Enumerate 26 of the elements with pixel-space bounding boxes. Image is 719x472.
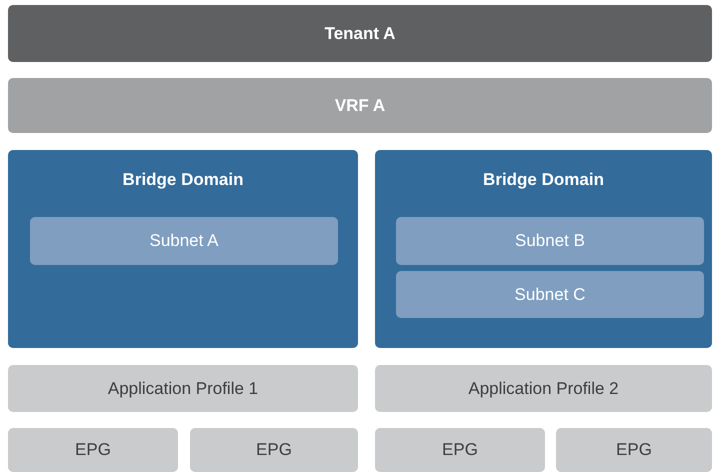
layer-bar [8, 78, 712, 133]
bar-label: EPG [255, 440, 293, 460]
layer-bar [8, 365, 358, 412]
domain-panel [375, 150, 712, 348]
layer-bar [8, 5, 712, 62]
subnet-box [396, 217, 704, 265]
layer-bar [556, 428, 712, 472]
panel-heading: Bridge Domain [482, 170, 605, 190]
subnet-box [396, 271, 704, 318]
bar-label: Application Profile 2 [467, 378, 620, 398]
panel-heading: Bridge Domain [122, 170, 244, 190]
domain-panel [8, 150, 358, 348]
bar-label: Subnet A [148, 231, 220, 251]
bar-label: Subnet B [514, 231, 586, 251]
bar-label: Application Profile 1 [106, 378, 260, 398]
subnet-box [30, 217, 338, 265]
bar-label: Tenant A [324, 24, 396, 44]
layer-bar [375, 428, 545, 472]
bar-label: EPG [615, 440, 653, 460]
layer-bar [190, 428, 358, 472]
bar-label: VRF A [334, 96, 386, 116]
bar-label: EPG [74, 440, 112, 460]
layer-bar [375, 365, 712, 412]
bar-label: Subnet C [514, 284, 586, 304]
layer-bar [8, 428, 178, 472]
bar-label: EPG [441, 440, 479, 460]
